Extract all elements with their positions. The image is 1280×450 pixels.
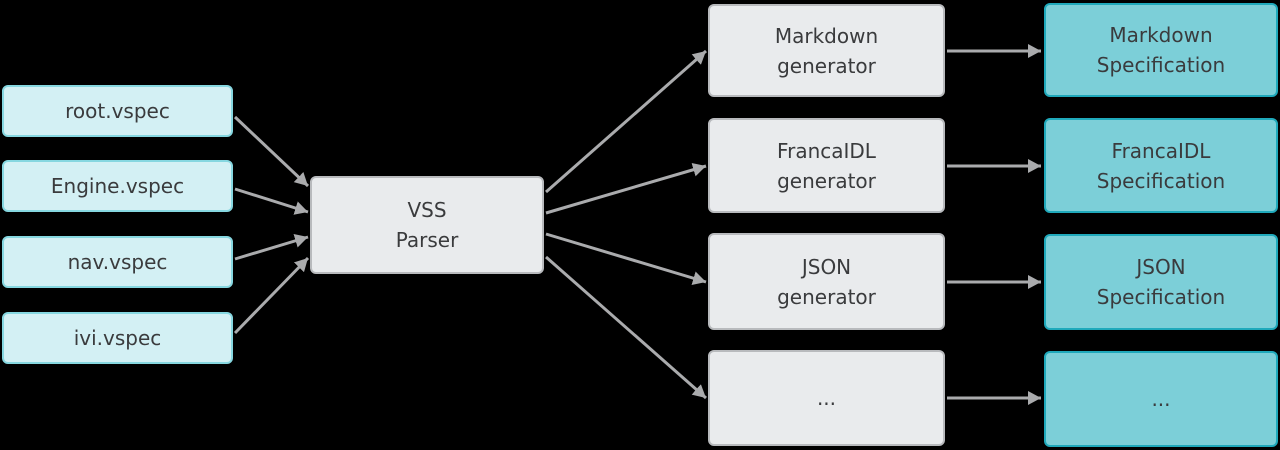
arrow-parser-to-json-generator [545, 232, 707, 285]
node-markdown-specification-label: Markdown Specification [1096, 23, 1226, 77]
node-ellipsis-generator-label: ... [816, 386, 837, 410]
node-engine-vspec-label: Engine.vspec [50, 174, 185, 198]
node-ellipsis-generator: ... [708, 350, 945, 446]
arrow-parser-to-markdown-generator [545, 49, 707, 194]
arrow-nav-to-parser [234, 234, 309, 261]
node-nav-vspec: nav.vspec [2, 236, 233, 288]
node-root-vspec: root.vspec [2, 85, 233, 137]
node-francaidl-specification: FrancaIDL Specification [1044, 118, 1278, 213]
node-engine-vspec: Engine.vspec [2, 160, 233, 212]
node-vss-parser: VSS Parser [310, 176, 544, 274]
arrow-engine-to-parser [234, 187, 309, 215]
node-francaidl-specification-label: FrancaIDL Specification [1096, 138, 1226, 193]
node-ellipsis-specification-label: ... [1151, 387, 1171, 411]
node-json-generator-label: JSON generator [777, 254, 876, 309]
node-markdown-specification: Markdown Specification [1044, 3, 1278, 97]
node-markdown-generator: Markdown generator [708, 4, 945, 97]
node-json-specification: JSON Specification [1044, 234, 1278, 330]
node-francaidl-generator-label: FrancaIDL generator [777, 138, 876, 193]
arrow-parser-to-ellipsis-generator [545, 255, 707, 400]
arrow-ivi-to-parser [233, 256, 310, 335]
node-francaidl-generator: FrancaIDL generator [708, 118, 945, 213]
node-json-generator: JSON generator [708, 233, 945, 330]
node-ellipsis-specification: ... [1044, 351, 1278, 447]
arrow-parser-to-francaidl-generator [545, 162, 707, 215]
node-vss-parser-label: VSS Parser [395, 198, 459, 252]
node-ivi-vspec: ivi.vspec [2, 312, 233, 364]
node-nav-vspec-label: nav.vspec [67, 250, 168, 274]
node-root-vspec-label: root.vspec [65, 99, 170, 123]
node-ivi-vspec-label: ivi.vspec [73, 326, 162, 350]
node-json-specification-label: JSON Specification [1096, 255, 1226, 309]
arrow-root-to-parser [233, 115, 310, 188]
node-markdown-generator-label: Markdown generator [774, 23, 879, 78]
